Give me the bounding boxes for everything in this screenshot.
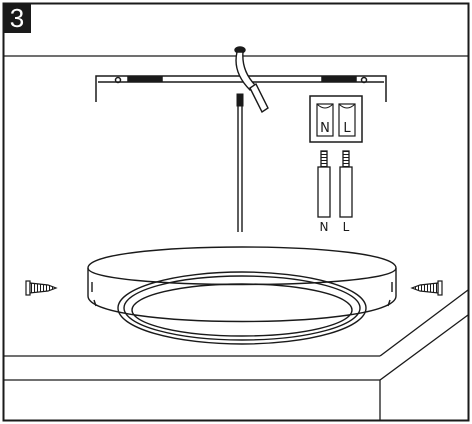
- cable-gland: [234, 46, 269, 114]
- screw-icon: [25, 280, 58, 296]
- wire-label-neutral: N: [320, 220, 329, 234]
- room-outline: [4, 55, 469, 420]
- power-cable: [236, 93, 244, 232]
- wire-neutral: [317, 150, 331, 218]
- terminal-label-neutral: N: [320, 121, 330, 136]
- wire-label-live: L: [343, 220, 350, 234]
- step-number-badge: 3: [3, 3, 31, 33]
- ceiling-light: [87, 246, 397, 345]
- wire-live: [339, 150, 353, 218]
- screw-icon: [410, 280, 443, 296]
- terminal-label-live: L: [343, 121, 351, 136]
- terminal-block: N L: [309, 95, 363, 143]
